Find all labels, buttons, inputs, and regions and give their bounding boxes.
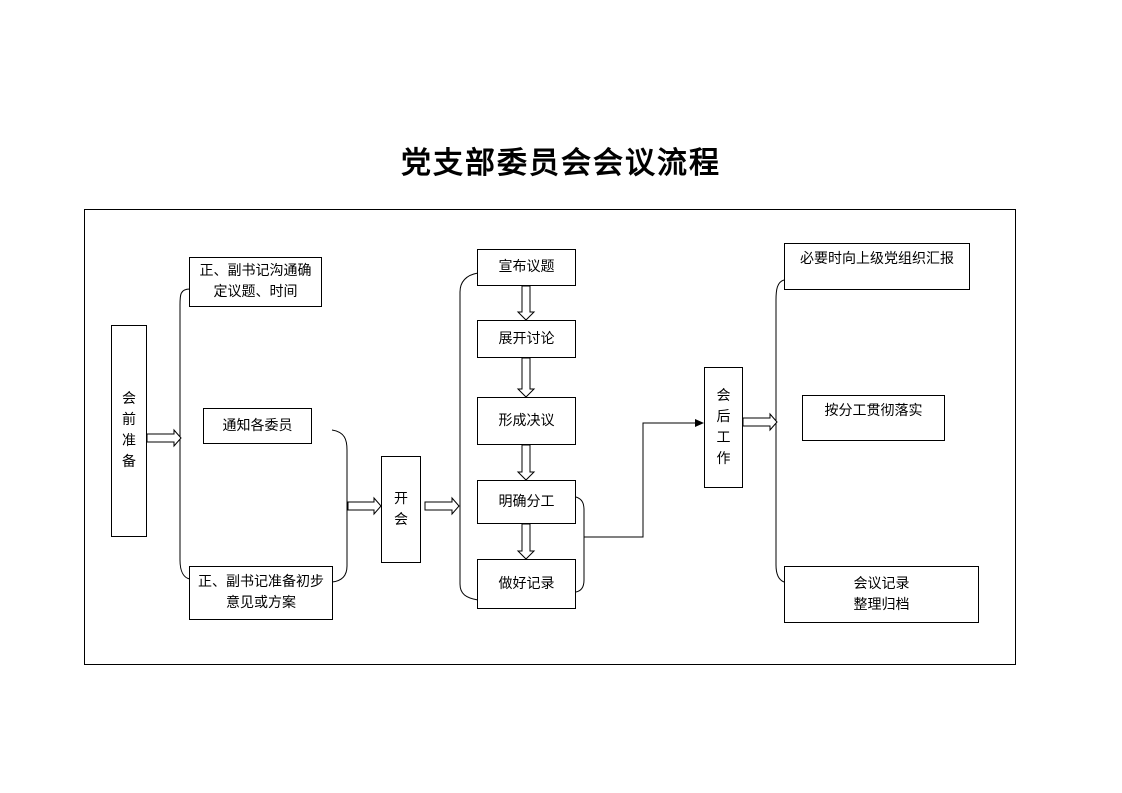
brace-assign-record	[575, 496, 585, 593]
node-announce-topics-label: 宣布议题	[498, 259, 555, 275]
node-implement: 按分工贯彻落实	[802, 395, 945, 441]
brace-to-meeting	[331, 429, 348, 583]
node-confirm-topics-label: 正、副书记沟通确 定议题、时间	[199, 263, 312, 300]
node-pre-meeting-label: 会前准备	[122, 391, 136, 470]
node-confirm-topics: 正、副书记沟通确 定议题、时间	[189, 257, 322, 307]
node-meeting: 开会	[381, 456, 421, 563]
node-post-meeting: 会后工作	[704, 367, 743, 488]
node-discussion-label: 展开讨论	[498, 330, 555, 347]
node-report-upward: 必要时向上级党组织汇报	[784, 243, 970, 290]
node-resolution-label: 形成决议	[498, 412, 555, 429]
hollow-arrow-discussion-resolution	[516, 357, 536, 398]
node-prepare-proposal-label: 正、副书记准备初步 意见或方案	[198, 574, 324, 611]
node-resolution: 形成决议	[477, 397, 576, 445]
node-archive-label: 会议记录 整理归档	[853, 575, 910, 613]
hollow-arrow-from-meeting	[424, 496, 460, 516]
node-record: 做好记录	[477, 559, 576, 609]
hollow-arrow-pre-meeting	[146, 428, 182, 448]
node-post-meeting-label: 会后工作	[716, 387, 731, 467]
hollow-arrow-announce-discussion	[516, 285, 536, 321]
page-title: 党支部委员会会议流程	[401, 146, 721, 181]
brace-meeting-steps	[459, 272, 479, 601]
node-announce-topics: 宣布议题	[477, 249, 576, 286]
node-pre-meeting: 会前准备	[111, 325, 147, 537]
hollow-arrow-resolution-assign	[516, 444, 536, 481]
connector-to-post-meeting	[584, 422, 696, 538]
node-assign-tasks-label: 明确分工	[498, 493, 555, 510]
brace-post-meeting	[775, 279, 785, 583]
brace-pre-meeting	[179, 288, 191, 580]
node-notify-members: 通知各委员	[203, 408, 312, 444]
hollow-arrow-assign-record	[516, 523, 536, 560]
node-report-upward-label: 必要时向上级党组织汇报	[800, 251, 954, 267]
node-record-label: 做好记录	[498, 575, 555, 592]
hollow-arrow-to-meeting	[347, 496, 382, 516]
node-archive: 会议记录 整理归档	[784, 566, 979, 623]
node-prepare-proposal: 正、副书记准备初步 意见或方案	[189, 566, 333, 620]
node-notify-members-label: 通知各委员	[222, 417, 293, 434]
node-meeting-label: 开会	[394, 490, 408, 528]
node-assign-tasks: 明确分工	[477, 480, 576, 524]
arrowhead-post-meeting	[695, 419, 704, 427]
hollow-arrow-post-meeting	[742, 412, 778, 432]
diagram-frame	[84, 209, 1016, 665]
node-implement-label: 按分工贯彻落实	[824, 403, 923, 419]
node-discussion: 展开讨论	[477, 320, 576, 358]
